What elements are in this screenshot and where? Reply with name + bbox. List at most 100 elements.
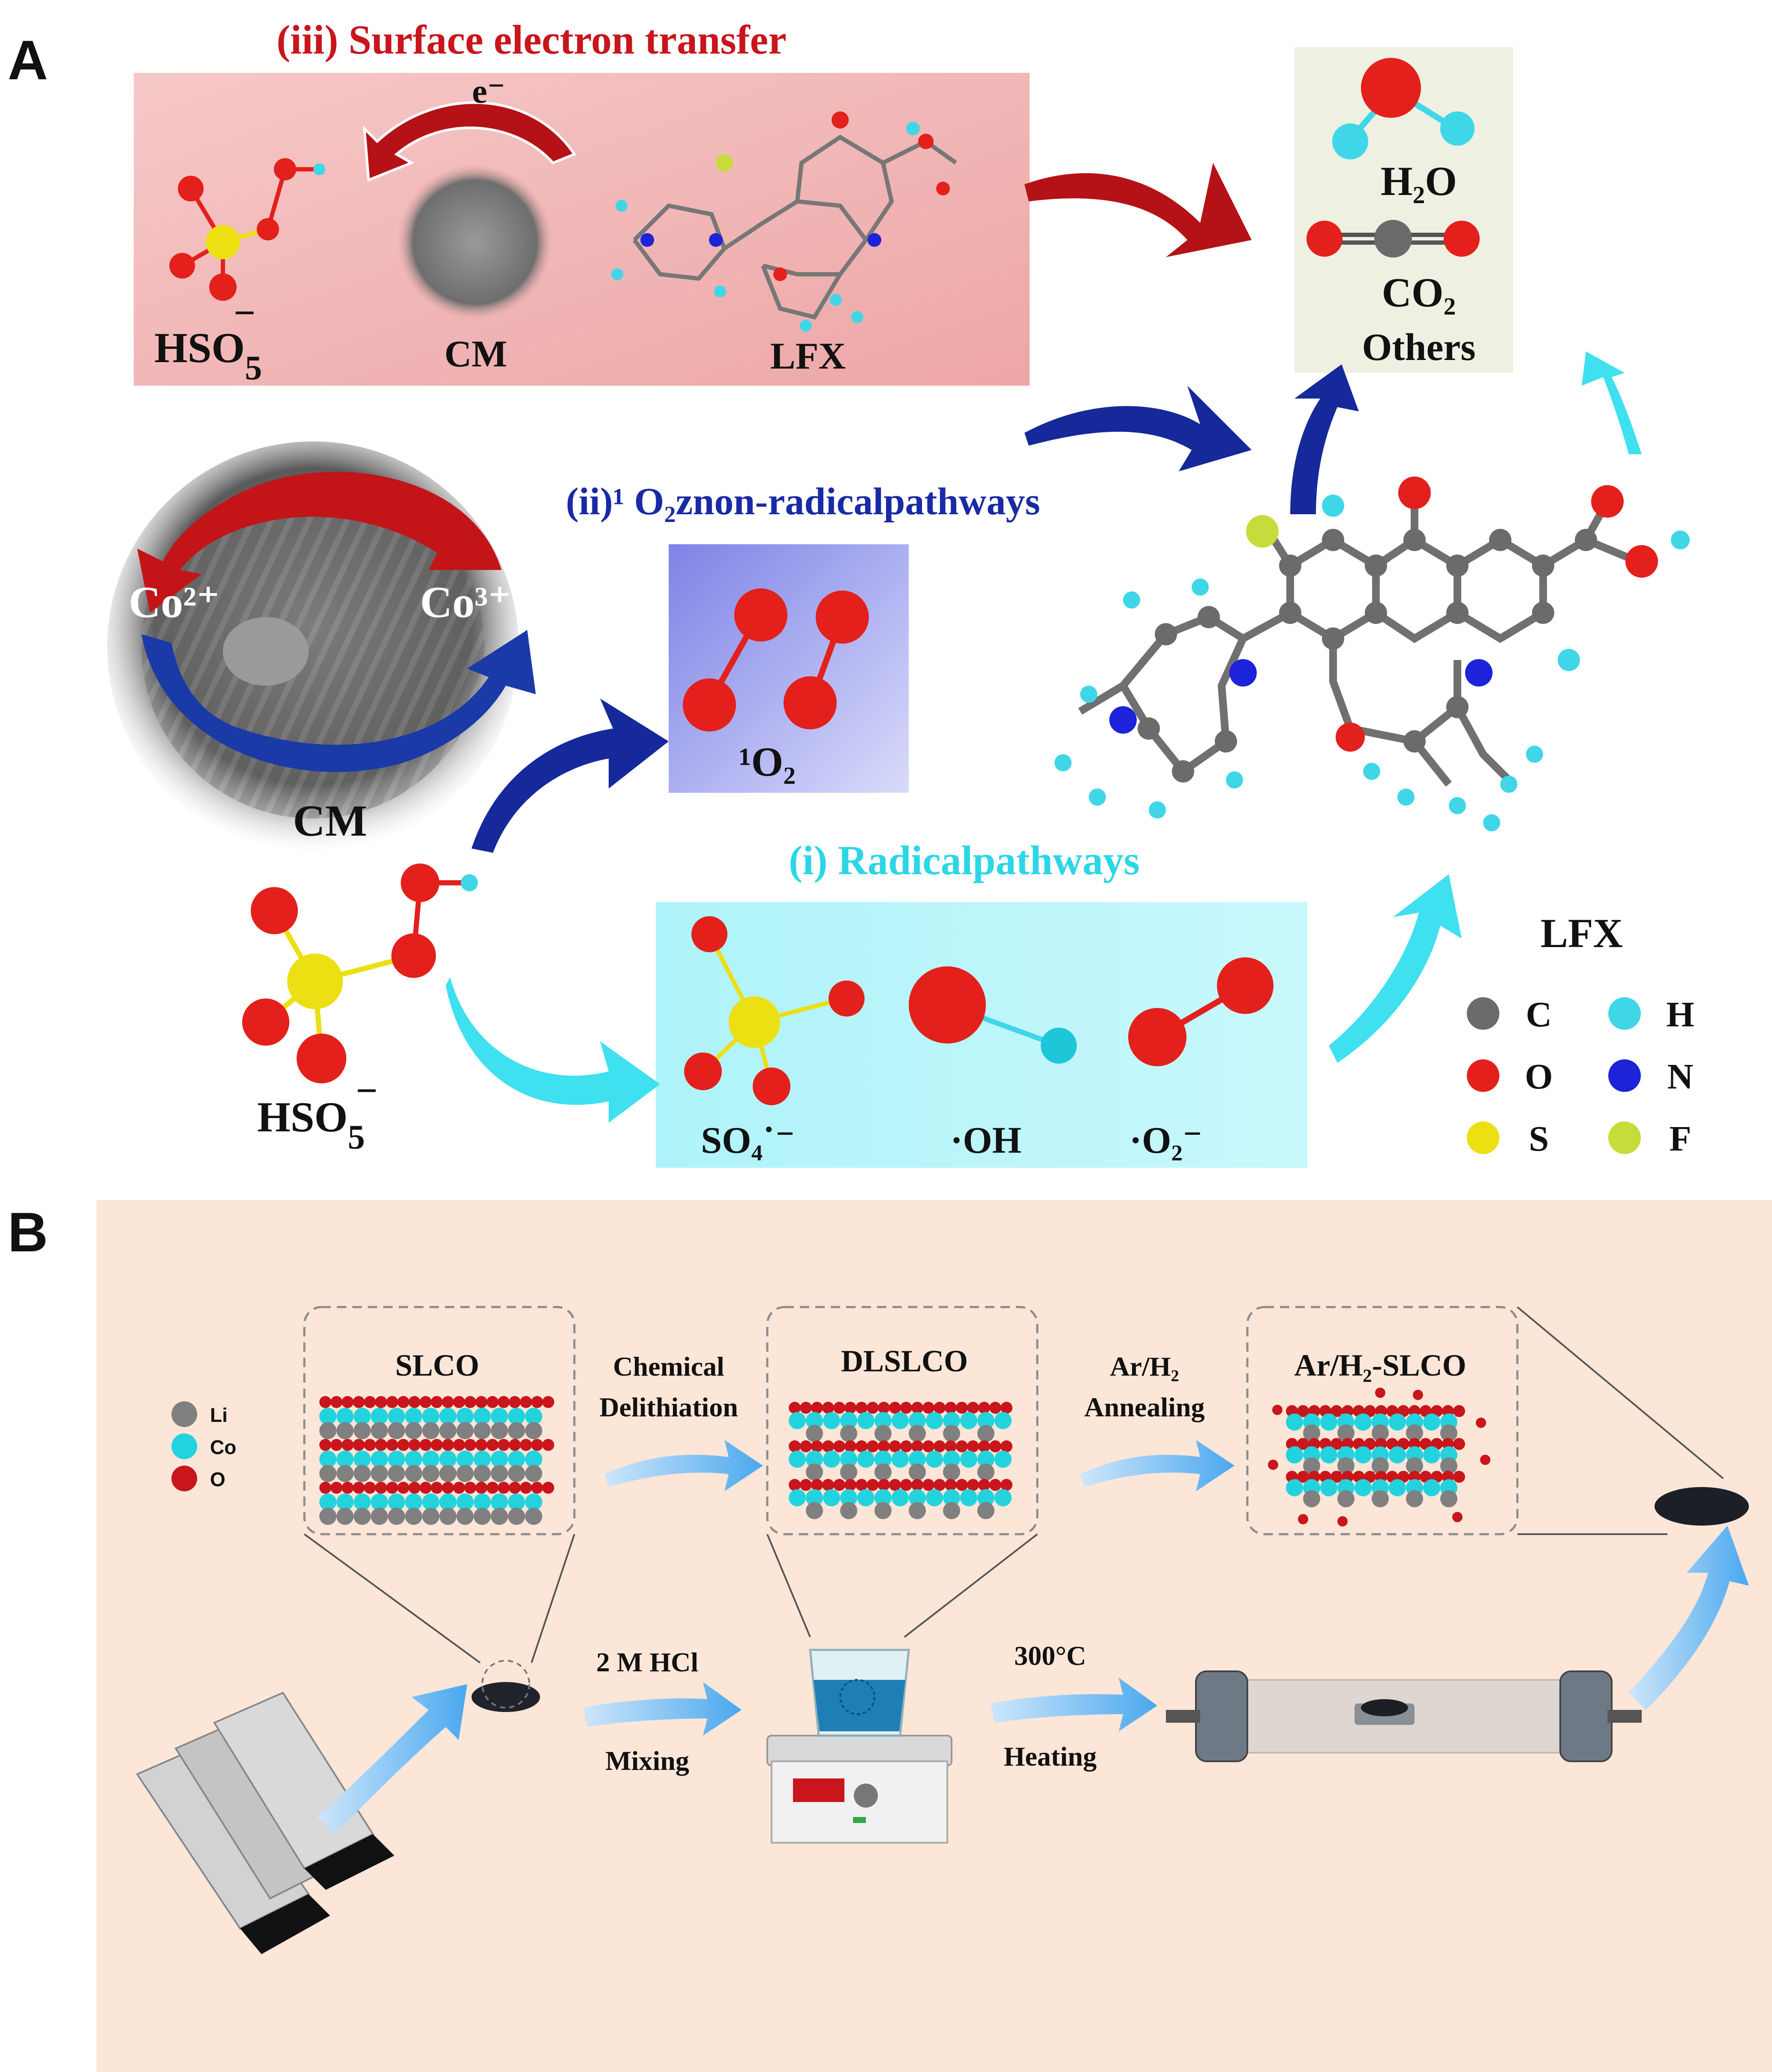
beaker-on-stirrer bbox=[766, 1649, 952, 1844]
legend-swatch-o bbox=[1467, 1059, 1499, 1092]
lfx-atoms-large bbox=[1054, 477, 1690, 831]
arrow-heating bbox=[990, 1678, 1157, 1731]
step1-line1: Chemical bbox=[613, 1351, 724, 1382]
hso5-molecule-top bbox=[169, 158, 325, 301]
dlslco-crystal-slab bbox=[789, 1402, 1012, 1519]
arrow-lfx-to-products-blue bbox=[1024, 386, 1252, 471]
step2-line2: Annealing bbox=[1084, 1392, 1205, 1422]
zoom-line-dl-left bbox=[766, 1534, 811, 1637]
arrow-surface-to-products bbox=[1024, 163, 1252, 257]
h2o-molecule bbox=[1332, 58, 1475, 159]
slco-crystal-slab bbox=[319, 1396, 554, 1525]
lfx-label-top: LFX bbox=[770, 336, 846, 377]
crystal-legend-label-co: Co bbox=[210, 1436, 236, 1458]
legend-swatch-n bbox=[1608, 1059, 1641, 1092]
radical-title: (i) Radicalpathways bbox=[789, 837, 1140, 883]
cm-label-top: CM bbox=[445, 333, 508, 375]
surface-transfer-title: (iii) Surface electron transfer bbox=[276, 17, 787, 63]
electron-transfer-arrow bbox=[363, 101, 577, 182]
panel-label-a: A bbox=[8, 29, 48, 91]
tube-furnace bbox=[1166, 1670, 1642, 1762]
superoxide-radical-label: ·O₂⁻ bbox=[1129, 1120, 1203, 1161]
electron-label: e⁻ bbox=[472, 73, 505, 111]
arrow-mixing bbox=[583, 1682, 742, 1736]
surface-transfer-box bbox=[134, 73, 1030, 386]
crystal-legend-label-o: O bbox=[210, 1468, 225, 1490]
co-cycle-blue-arrow bbox=[141, 630, 536, 772]
legend-label-h: H bbox=[1666, 995, 1694, 1035]
legend-swatch-c bbox=[1467, 997, 1499, 1030]
h2o-label: H₂O bbox=[1381, 158, 1457, 204]
singlet-oxygen-box bbox=[669, 544, 909, 793]
hso5-molecule-bottom bbox=[242, 864, 478, 1083]
zoom-line-ar-top bbox=[1517, 1306, 1724, 1479]
nonradical-title: (ii)¹ O₂znon-radicalpathways bbox=[566, 480, 1040, 523]
legend-label-f: F bbox=[1669, 1119, 1691, 1159]
slco-powder-marker bbox=[481, 1660, 530, 1709]
legend-label-s: S bbox=[1529, 1119, 1549, 1159]
slco-powder bbox=[472, 1682, 540, 1712]
step2-line1: Ar/H₂ bbox=[1110, 1351, 1179, 1382]
arrow-furnace-to-product bbox=[1629, 1526, 1749, 1710]
hso5-label-top: HSO5 bbox=[154, 324, 262, 387]
others-label: Others bbox=[1362, 326, 1476, 369]
cm-particle-detail bbox=[223, 617, 309, 686]
element-legend-title: LFX bbox=[1541, 910, 1623, 956]
arrow-radicals-to-lfx bbox=[1329, 874, 1462, 1063]
product-powder bbox=[1655, 1487, 1749, 1526]
dlslco-label: DLSLCO bbox=[841, 1344, 968, 1378]
crystal-legend-swatch-li bbox=[171, 1401, 197, 1427]
crystal-legend-swatch-o bbox=[171, 1466, 197, 1491]
arrow-delithiation bbox=[604, 1440, 763, 1491]
legend-swatch-s bbox=[1467, 1121, 1499, 1154]
sulfate-radical-label: SO₄˙⁻ bbox=[701, 1120, 795, 1161]
legend-label-n: N bbox=[1667, 1057, 1694, 1097]
hcl-label: 2 M HCl bbox=[596, 1647, 698, 1677]
slco-zoom-box bbox=[303, 1306, 576, 1535]
arrow-to-radicals bbox=[446, 977, 660, 1123]
singlet-oxygen-label: ¹O₂ bbox=[739, 739, 796, 785]
hso5-charge-bottom: − bbox=[356, 1070, 378, 1112]
co3plus-label: Co³⁺ bbox=[420, 578, 511, 627]
temperature-label: 300°C bbox=[1014, 1640, 1086, 1671]
arh2slco-crystal-slab bbox=[1268, 1388, 1490, 1526]
sulfate-radical-molecule bbox=[684, 916, 865, 1105]
mixing-label: Mixing bbox=[605, 1745, 689, 1776]
arrow-blue-up bbox=[1290, 364, 1359, 514]
crystal-legend-swatch-co bbox=[171, 1433, 197, 1459]
zoom-line-slco-right bbox=[531, 1534, 575, 1663]
arrow-annealing bbox=[1080, 1440, 1234, 1491]
co2-label: CO₂ bbox=[1382, 270, 1456, 315]
legend-swatch-h bbox=[1608, 997, 1641, 1030]
superoxide-radical-molecule bbox=[1128, 957, 1273, 1066]
zoom-line-dl-right bbox=[904, 1533, 1038, 1638]
arrow-cyan-up bbox=[1582, 351, 1642, 454]
co2plus-label: Co²⁺ bbox=[129, 578, 220, 627]
lfx-molecule-small bbox=[633, 135, 957, 320]
crystal-legend-label-li: Li bbox=[210, 1404, 228, 1426]
lfx-atoms-small bbox=[611, 111, 950, 332]
hydroxyl-radical-label: ·OH bbox=[950, 1120, 1021, 1161]
legend-label-o: O bbox=[1525, 1057, 1553, 1097]
panel-label-b: B bbox=[8, 1201, 48, 1263]
co2-molecule bbox=[1306, 220, 1480, 258]
step1-line2: Delithiation bbox=[599, 1392, 738, 1422]
panel-b-background bbox=[96, 1200, 1772, 2072]
arh2slco-label: Ar/H₂-SLCO bbox=[1294, 1348, 1466, 1382]
hso5-label-bottom: HSO5 bbox=[257, 1093, 365, 1156]
cm-particle-small bbox=[398, 165, 552, 319]
zoom-line-slco-left bbox=[303, 1533, 481, 1664]
heating-label: Heating bbox=[1004, 1741, 1097, 1772]
dlslco-zoom-box bbox=[766, 1306, 1039, 1535]
legend-label-c: C bbox=[1526, 995, 1552, 1035]
element-legend: C H O N S F bbox=[1467, 995, 1694, 1159]
hso5-charge-top: − bbox=[234, 292, 255, 334]
arrow-to-singlet-oxygen bbox=[472, 699, 669, 853]
co-cycle-red-arrow bbox=[137, 472, 502, 613]
arh2slco-zoom-box bbox=[1246, 1306, 1519, 1535]
arrow-battery-to-powder bbox=[317, 1684, 467, 1834]
cm-label-main: CM bbox=[293, 796, 367, 846]
singlet-oxygen-molecule bbox=[683, 588, 869, 732]
